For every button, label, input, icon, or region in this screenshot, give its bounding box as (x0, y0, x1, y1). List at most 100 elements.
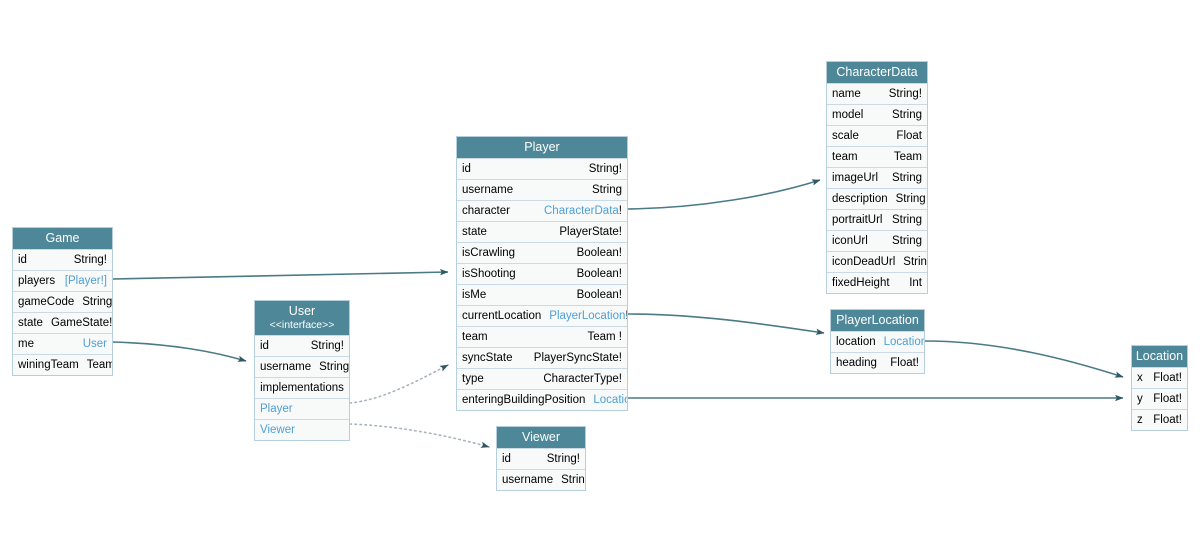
entity-user[interactable]: User <<interface>> id String! username S… (254, 300, 350, 441)
field-type: GameState! (50, 317, 112, 329)
field-type[interactable]: User (82, 338, 107, 350)
section-label: implementations (260, 382, 344, 394)
field-row: z Float! (1132, 409, 1187, 430)
field-type: Float! (1153, 393, 1182, 405)
field-type: String (591, 184, 622, 196)
field-row: type CharacterType! (457, 368, 627, 389)
field-name: heading (836, 357, 877, 369)
field-type: String! (588, 163, 622, 175)
field-row: id String! (255, 335, 349, 356)
field-type: Team (893, 151, 922, 163)
field-row: character CharacterData! (457, 200, 627, 221)
field-name: username (462, 184, 514, 196)
entity-game[interactable]: Game id String! players [Player!] gameCo… (12, 227, 113, 376)
field-row: y Float! (1132, 388, 1187, 409)
field-row: iconDeadUrl String (827, 251, 927, 272)
field-name: winingTeam (18, 359, 79, 371)
field-type: Boolean! (576, 247, 622, 259)
field-name: id (502, 453, 511, 465)
field-row: scale Float (827, 125, 927, 146)
field-name: gameCode (18, 296, 75, 308)
edge-game-players-to-player (112, 268, 449, 280)
edge-player-character-to-characterdata (627, 179, 821, 210)
field-row: username String (457, 179, 627, 200)
field-type[interactable]: [Player!] (64, 275, 107, 287)
entity-characterdata[interactable]: CharacterData name String! model String … (826, 61, 928, 294)
field-type: String (895, 193, 926, 205)
field-type[interactable]: PlayerLocation! (549, 310, 627, 322)
field-row: location Location! (831, 331, 924, 352)
entity-viewer[interactable]: Viewer id String! username String (496, 426, 586, 491)
edge-user-implements-player (349, 364, 449, 404)
field-type: Boolean! (576, 268, 622, 280)
field-name: state (462, 226, 487, 238)
non-null-marker: ! (618, 205, 622, 217)
entity-playerlocation-title: PlayerLocation (831, 310, 924, 331)
entity-location[interactable]: Location x Float! y Float! z Float! (1131, 345, 1188, 431)
implementation-label: Player (260, 403, 293, 415)
field-row: syncState PlayerSyncState! (457, 347, 627, 368)
field-type: Float! (1153, 372, 1182, 384)
field-type: String (561, 474, 585, 486)
field-type: String! (82, 296, 112, 308)
field-name: character (462, 205, 510, 217)
edge-user-implements-viewer (349, 423, 490, 448)
field-row: gameCode String! (13, 291, 112, 312)
field-row: currentLocation PlayerLocation! (457, 305, 627, 326)
entity-user-title: User <<interface>> (255, 301, 349, 335)
field-name: isMe (462, 289, 487, 301)
field-row: model String (827, 104, 927, 125)
field-row: description String (827, 188, 927, 209)
field-name: y (1137, 393, 1143, 405)
edge-playerlocation-location-to-location (924, 340, 1124, 378)
entity-viewer-title: Viewer (497, 427, 585, 448)
entity-characterdata-title: CharacterData (827, 62, 927, 83)
edge-player-currentlocation-to-playerlocation (627, 313, 825, 335)
implementations-section-header: implementations (255, 377, 349, 398)
field-name: isShooting (462, 268, 516, 280)
field-type: CharacterType! (543, 373, 622, 385)
field-name: imageUrl (832, 172, 879, 184)
field-type: Int (909, 277, 922, 289)
entity-user-name: User (288, 304, 316, 318)
field-name: name (832, 88, 861, 100)
field-type: String (891, 214, 922, 226)
field-type: String (903, 256, 927, 268)
implementation-player[interactable]: Player (255, 398, 349, 419)
field-type: String (319, 361, 349, 373)
field-row: name String! (827, 83, 927, 104)
field-name: syncState (462, 352, 513, 364)
field-type[interactable]: Location (593, 394, 627, 406)
field-name: id (260, 340, 269, 352)
field-name: x (1137, 372, 1143, 384)
field-type: Team ! (587, 331, 622, 343)
field-name: type (462, 373, 484, 385)
field-name: location (836, 336, 876, 348)
field-type: String (891, 172, 922, 184)
field-name: fixedHeight (832, 277, 890, 289)
field-row: me User (13, 333, 112, 354)
field-row: username String (255, 356, 349, 377)
implementation-viewer[interactable]: Viewer (255, 419, 349, 440)
field-type[interactable]: CharacterData! (544, 205, 622, 217)
field-name: state (18, 317, 43, 329)
field-name: currentLocation (462, 310, 542, 322)
field-name: username (260, 361, 312, 373)
entity-game-title: Game (13, 228, 112, 249)
field-type[interactable]: Location! (883, 336, 924, 348)
entity-playerlocation[interactable]: PlayerLocation location Location! headin… (830, 309, 925, 374)
field-name: players (18, 275, 56, 287)
field-row: state PlayerState! (457, 221, 627, 242)
field-name: description (832, 193, 888, 205)
field-row: id String! (13, 249, 112, 270)
field-type: String! (73, 254, 107, 266)
field-name: iconDeadUrl (832, 256, 896, 268)
entity-player-title: Player (457, 137, 627, 158)
entity-player[interactable]: Player id String! username String charac… (456, 136, 628, 411)
entity-user-stereotype: <<interface>> (269, 319, 335, 331)
field-name: username (502, 474, 554, 486)
field-type: Float (896, 130, 922, 142)
field-type: PlayerSyncState! (533, 352, 622, 364)
field-name: enteringBuildingPosition (462, 394, 586, 406)
field-name: model (832, 109, 864, 121)
